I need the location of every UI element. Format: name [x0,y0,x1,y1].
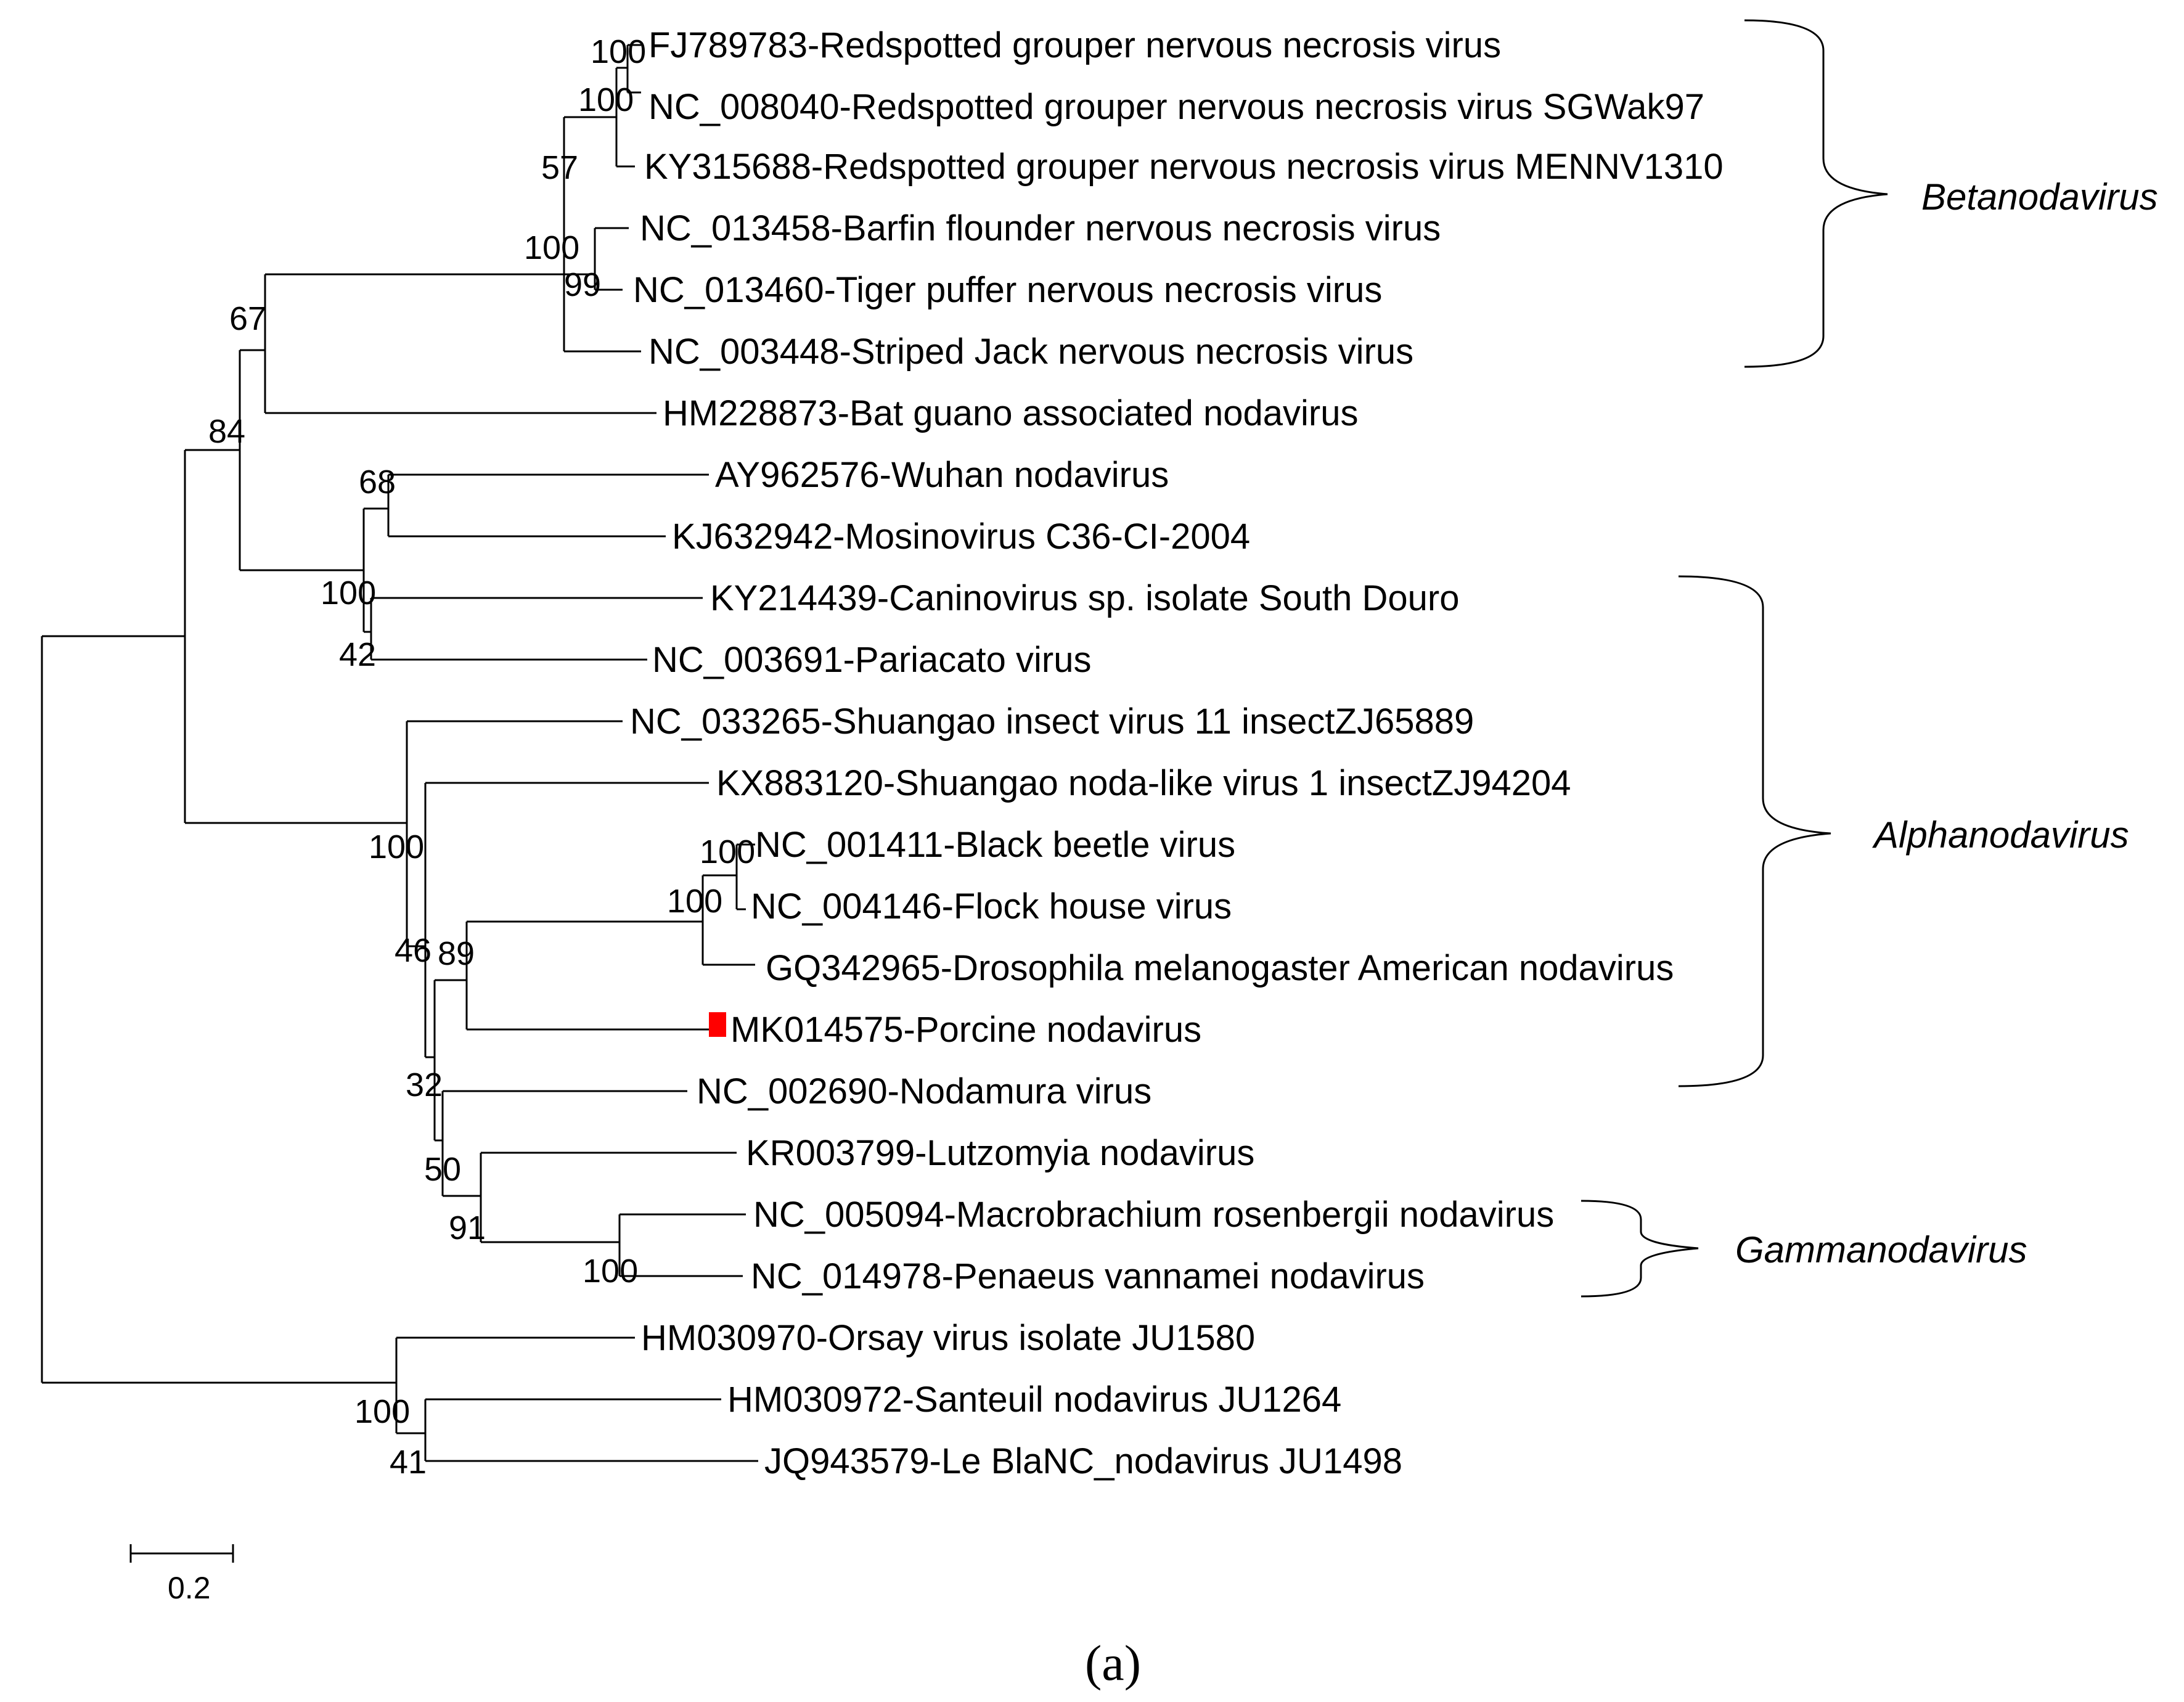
support-value: 57 [541,149,578,186]
support-value: 91 [449,1209,486,1246]
leaf-label: NC_004146-Flock house virus [751,886,1232,927]
leaf-label: NC_002690-Nodamura virus [697,1071,1151,1111]
support-value: 100 [700,833,755,870]
support-value: 100 [578,81,634,118]
leaf-label: NC_005094-Macrobrachium rosenbergii noda… [753,1195,1554,1235]
support-value: 99 [564,266,601,303]
leaf-labels: FJ789783-Redspotted grouper nervous necr… [630,25,1724,1481]
scale-bar-label: 0.2 [168,1571,211,1605]
support-value: 100 [354,1393,410,1430]
support-value: 32 [406,1066,443,1103]
leaf-label: KJ632942-Mosinovirus C36-CI-2004 [672,517,1250,557]
leaf-label: JQ943579-Le BlaNC_nodavirus JU1498 [764,1441,1402,1481]
bracket-gammanodavirus [1581,1200,1699,1298]
leaf-label: NC_003448-Striped Jack nervous necrosis … [648,332,1413,372]
leaf-label: NC_008040-Redspotted grouper nervous nec… [648,87,1704,127]
tree-branches [41,44,758,1462]
scale-bar: 0.2 [129,1544,234,1605]
bracket-alphanodavirus [1678,575,1831,1087]
leaf-label: MK014575-Porcine nodavirus [730,1010,1201,1050]
leaf-label: HM030972-Santeuil nodavirus JU1264 [727,1380,1341,1420]
leaf-label: NC_003691-Pariacato virus [652,640,1091,680]
support-value: 100 [524,229,579,266]
support-value: 42 [339,636,376,673]
highlight-marker [709,1012,726,1037]
support-value: 41 [390,1444,427,1481]
support-value: 84 [208,413,245,450]
support-value: 100 [583,1253,638,1290]
support-value: 100 [369,828,424,865]
bootstrap-support-values: 100 100 57 100 99 67 84 68 100 42 100 46… [208,33,755,1481]
leaf-label: NC_001411-Black beetle virus [755,825,1235,865]
support-value: 67 [229,300,266,337]
bracket-betanodavirus [1744,19,1888,368]
support-value: 89 [438,935,475,972]
support-value: 50 [424,1151,461,1188]
leaf-label: KR003799-Lutzomyia nodavirus [746,1133,1254,1173]
leaf-label: KY214439-Caninovirus sp. isolate South D… [710,578,1460,618]
support-value: 68 [359,464,396,501]
leaf-label: KX883120-Shuangao noda-like virus 1 inse… [716,763,1571,803]
leaf-label: AY962576-Wuhan nodavirus [715,455,1169,495]
leaf-label: NC_033265-Shuangao insect virus 11 insec… [630,702,1474,742]
support-value: 46 [395,932,431,969]
support-value: 100 [667,883,722,920]
clade-label-gammanodavirus: Gammanodavirus [1735,1229,2027,1270]
figure-caption: (a) [1085,1635,1141,1691]
support-value: 100 [321,575,376,612]
leaf-label: NC_013458-Barfin flounder nervous necros… [640,208,1441,248]
leaf-label: HM228873-Bat guano associated nodavirus [663,393,1359,433]
clade-brackets: Betanodavirus Alphanodavirus Gammanodavi… [1581,19,2158,1298]
leaf-label: NC_013460-Tiger puffer nervous necrosis … [633,270,1382,310]
leaf-label: GQ342965-Drosophila melanogaster America… [766,948,1674,988]
scale-bar-line [129,1544,234,1563]
support-value: 100 [591,33,646,70]
leaf-label: NC_014978-Penaeus vannamei nodavirus [751,1256,1425,1296]
leaf-label: FJ789783-Redspotted grouper nervous necr… [648,25,1501,65]
clade-label-alphanodavirus: Alphanodavirus [1872,814,2129,856]
leaf-label: HM030970-Orsay virus isolate JU1580 [641,1318,1255,1358]
leaf-label: KY315688-Redspotted grouper nervous necr… [644,147,1724,187]
clade-label-betanodavirus: Betanodavirus [1921,176,2158,218]
